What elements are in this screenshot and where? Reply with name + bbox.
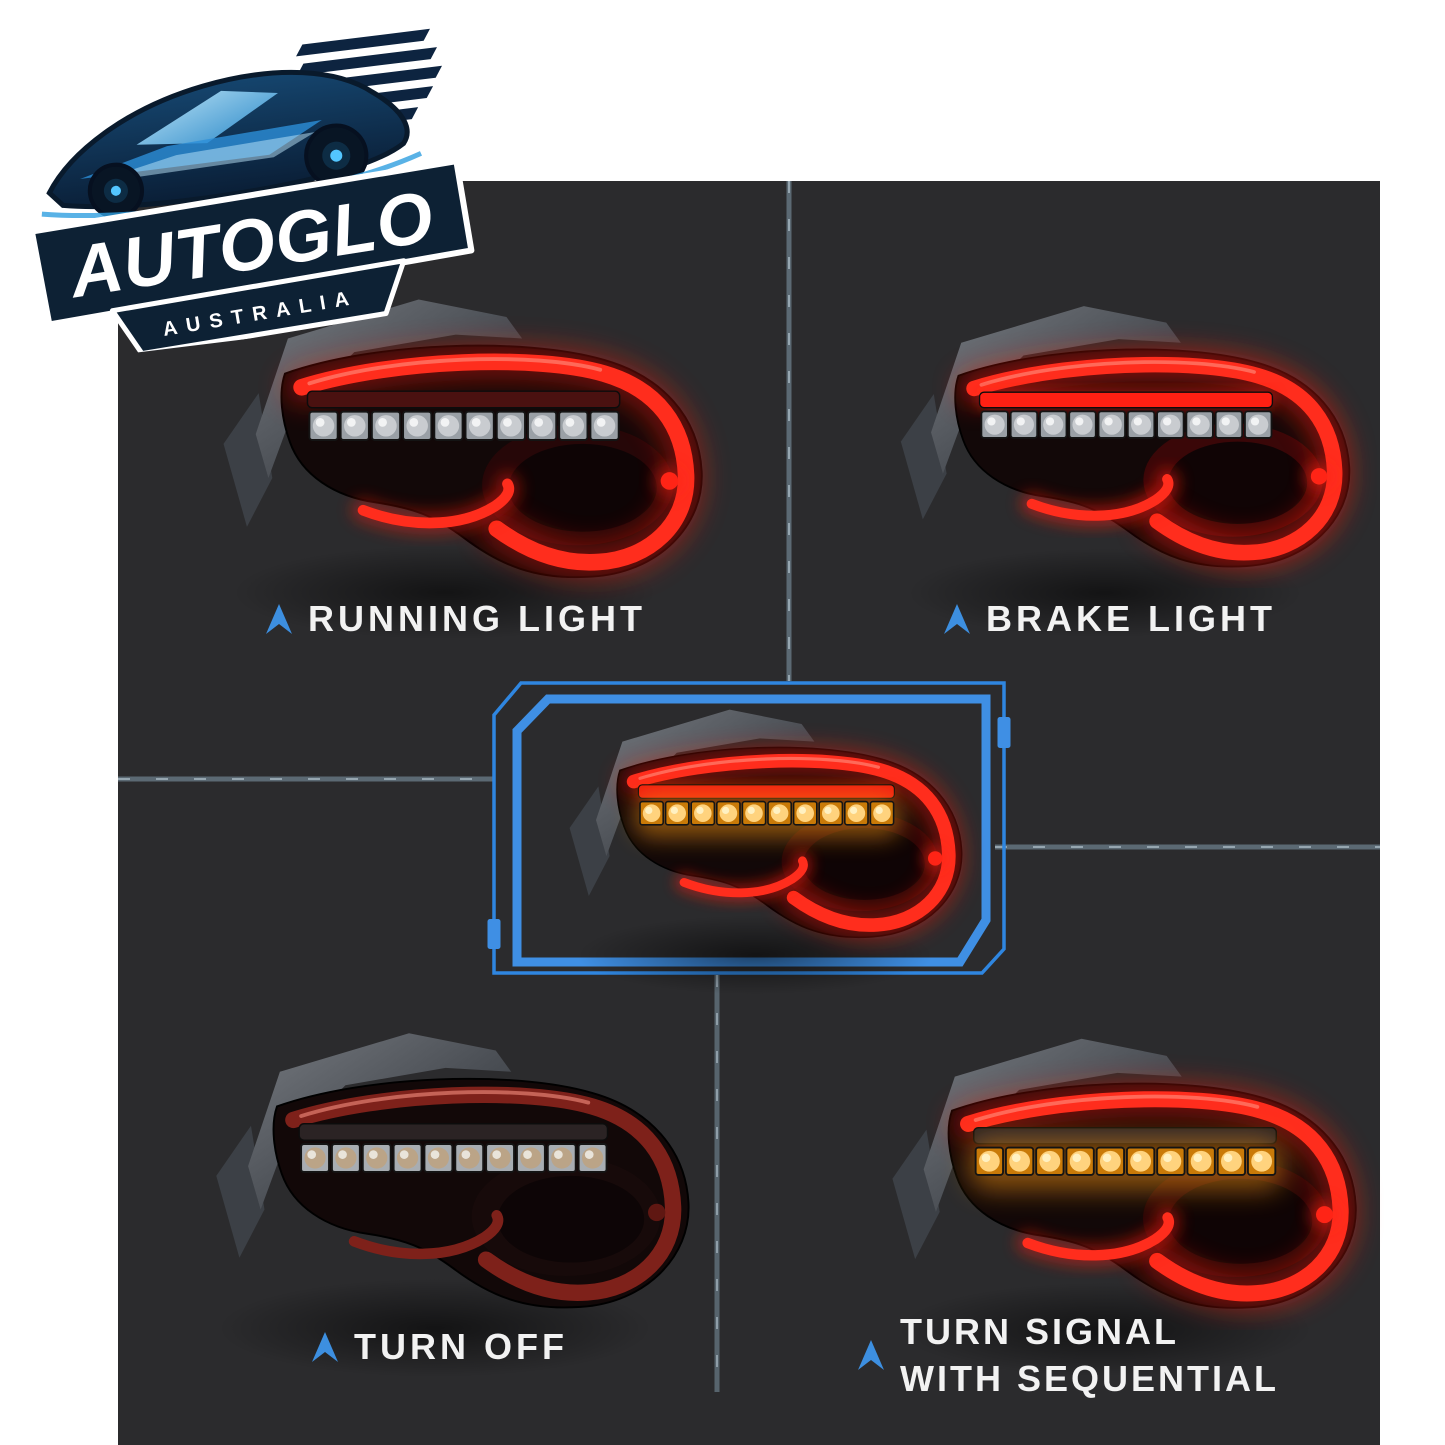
caption-turn-signal: TURN SIGNAL WITH SEQUENTIAL <box>858 1308 1279 1402</box>
taillight-photo-turn-off <box>147 1012 725 1330</box>
logo-banner <box>28 158 475 328</box>
caption-text-line1: TURN SIGNAL <box>900 1311 1179 1352</box>
taillight-photo-brake-light <box>842 286 1377 588</box>
chevron-up-icon <box>858 1340 884 1370</box>
caption-brake-light: BRAKE LIGHT <box>944 598 1276 640</box>
caption-running-light: RUNNING LIGHT <box>266 598 646 640</box>
chevron-up-icon <box>312 1332 338 1362</box>
chevron-up-icon <box>266 604 292 634</box>
brand-logo: AUTOGLO AUSTRALIA <box>28 28 475 357</box>
caption-text: TURN OFF <box>354 1326 568 1367</box>
caption-text-line2: WITH SEQUENTIAL <box>900 1358 1279 1399</box>
caption-text: RUNNING LIGHT <box>308 598 646 639</box>
caption-turn-off: TURN OFF <box>312 1326 568 1368</box>
logo-ribbon <box>109 258 407 357</box>
taillight-photo-turn-signal-highlighted <box>518 692 986 956</box>
sports-car-icon <box>41 69 423 219</box>
chevron-up-icon <box>944 604 970 634</box>
caption-text: BRAKE LIGHT <box>986 598 1276 639</box>
taillight-photo-turn-signal-sequential <box>832 1018 1384 1330</box>
